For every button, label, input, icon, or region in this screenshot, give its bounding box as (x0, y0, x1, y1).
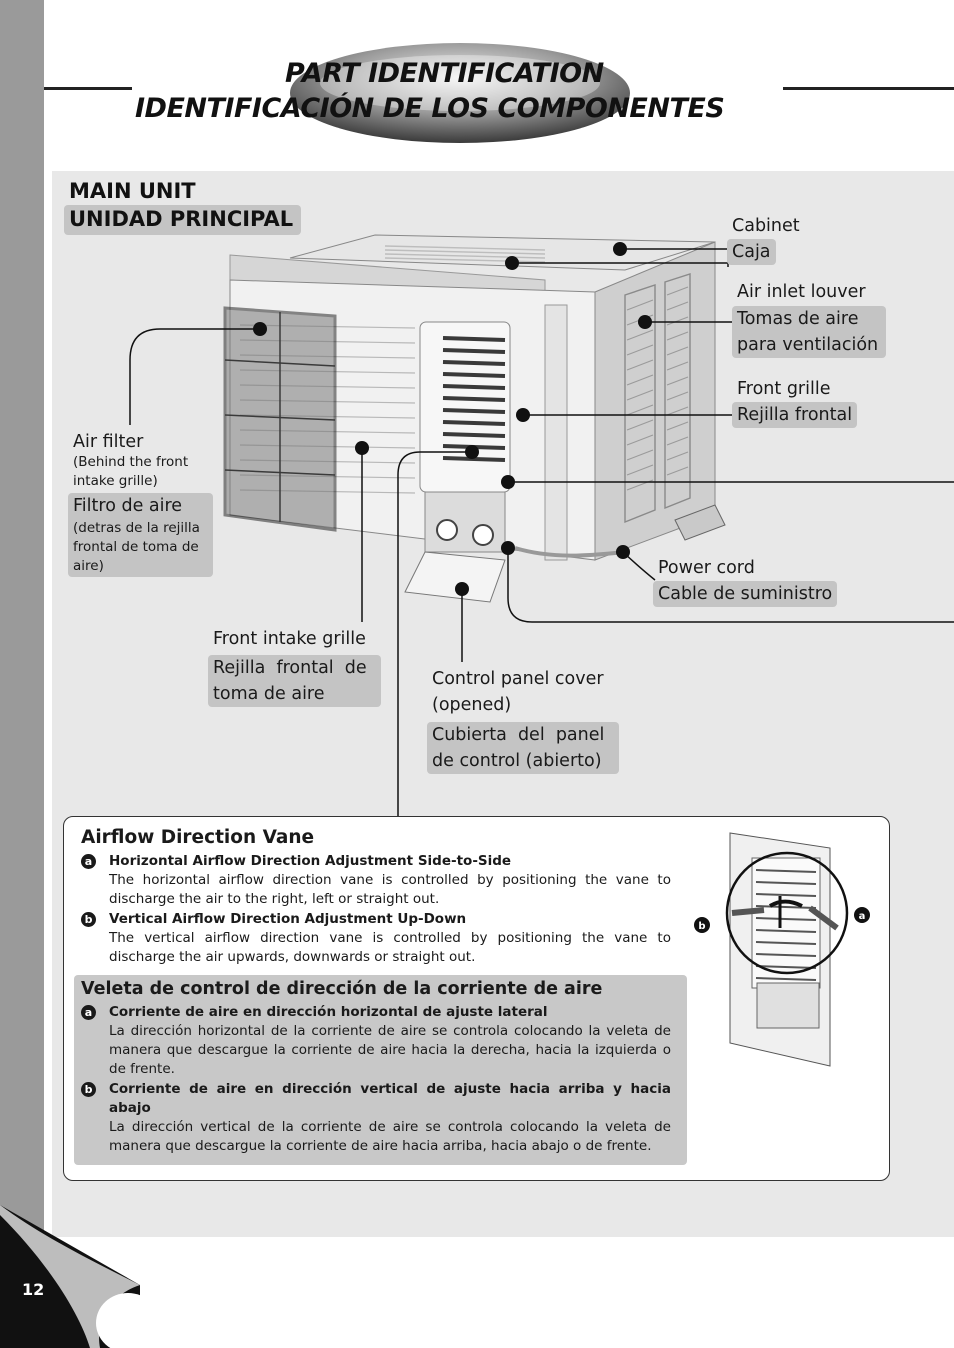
front-intake-label-es: Rejilla frontal de toma de aire (208, 655, 381, 707)
airflow-a-title-en: Horizontal Airflow Direction Adjustment … (109, 853, 512, 869)
airflow-b-title-en: Vertical Airflow Direction Adjustment Up… (109, 911, 467, 927)
cp-cover-label-en-1: Control panel cover (432, 669, 604, 689)
front-intake-es-line-2: toma de aire (213, 684, 325, 704)
air-filter-es-title: Filtro de aire (73, 496, 183, 516)
airflow-a-text-es: La dirección horizontal de la corriente … (109, 1023, 671, 1077)
airflow-heading-es: Veleta de control de dirección de la cor… (81, 979, 603, 999)
title-line-1: PART IDENTIFICATION (285, 58, 604, 89)
airflow-es-box (74, 975, 687, 1165)
air-filter-es-note-1: (detras de la rejilla (73, 520, 200, 536)
cp-cover-es-line-1: Cubierta del panel (432, 725, 605, 745)
title-rule-left (44, 87, 132, 90)
airflow-item-b-es: b Corriente de aire en dirección vertica… (81, 1080, 671, 1156)
front-grille-label-en: Front grille (737, 379, 831, 399)
badge-b-es-icon: b (81, 1082, 96, 1097)
air-filter-label-en: Air filter (73, 432, 144, 452)
air-inlet-es-line-2: para ventilación (737, 335, 879, 355)
air-filter-note-en-2: intake grille) (73, 473, 158, 489)
cabinet-label-en: Cabinet (732, 216, 800, 236)
airflow-b-text-es: La dirección vertical de la corriente de… (109, 1119, 671, 1154)
front-intake-es-line-1: Rejilla frontal de (213, 658, 367, 678)
front-grille-label-es: Rejilla frontal (732, 402, 858, 428)
page-curl-icon (0, 1205, 160, 1348)
airflow-heading-en: Airflow Direction Vane (81, 827, 315, 848)
airflow-item-a-es: a Corriente de aire en dirección horizon… (81, 1003, 671, 1079)
svg-text:a: a (859, 911, 866, 922)
front-intake-label-en: Front intake grille (213, 629, 366, 649)
air-filter-es-note-2: frontal de toma de (73, 539, 199, 555)
page-number: 12 (22, 1280, 45, 1299)
air-filter-label-es: Filtro de aire (detras de la rejilla fro… (68, 493, 213, 577)
section-heading-es: UNIDAD PRINCIPAL (64, 205, 302, 235)
cabinet-label-es: Caja (727, 239, 776, 265)
title-line-2: IDENTIFICACIÓN DE LOS COMPONENTES (135, 93, 725, 124)
air-filter-es-note-3: aire) (73, 558, 104, 574)
badge-a-es-icon: a (81, 1005, 96, 1020)
side-strip (0, 0, 44, 1348)
airflow-item-a-en: a Horizontal Airflow Direction Adjustmen… (81, 852, 671, 909)
airflow-a-text-en: The horizontal airflow direction vane is… (109, 872, 671, 907)
badge-b-icon: b (81, 912, 96, 927)
section-heading-en: MAIN UNIT (69, 179, 196, 203)
airflow-item-b-en: b Vertical Airflow Direction Adjustment … (81, 910, 671, 967)
svg-text:b: b (698, 921, 705, 932)
airflow-vane-illustration: b a (694, 832, 870, 1067)
title-rule-right (783, 87, 954, 90)
cp-cover-label-en-2: (opened) (432, 695, 512, 715)
air-filter-note-en-1: (Behind the front (73, 454, 189, 470)
cp-cover-label-es: Cubierta del panel de control (abierto) (427, 722, 619, 774)
air-inlet-es-line-1: Tomas de aire (737, 309, 859, 329)
air-inlet-label-en: Air inlet louver (737, 282, 866, 302)
power-cord-label-en: Power cord (658, 558, 755, 578)
air-conditioner-illustration (223, 234, 726, 603)
cp-cover-es-line-2: de control (abierto) (432, 751, 602, 771)
power-cord-label-es: Cable de suministro (653, 581, 838, 607)
badge-a-icon: a (81, 854, 96, 869)
air-inlet-label-es: Tomas de aire para ventilación (732, 306, 886, 358)
airflow-b-title-es: Corriente de aire en dirección vertical … (109, 1081, 671, 1116)
airflow-b-text-en: The vertical airflow direction vane is c… (109, 930, 671, 965)
title-ellipse (290, 43, 630, 143)
airflow-a-title-es: Corriente de aire en dirección horizonta… (109, 1004, 548, 1020)
